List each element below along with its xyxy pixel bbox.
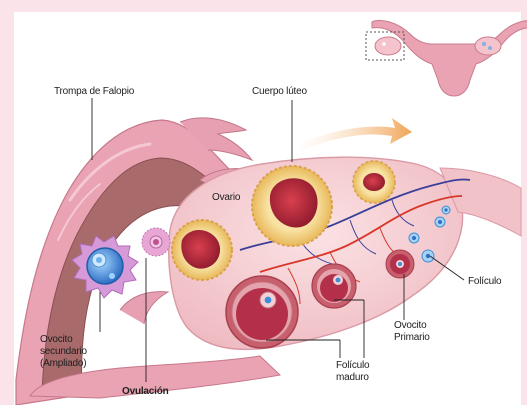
label-foliculo-maduro-line2: maduro	[336, 372, 369, 384]
label-ovario: Ovario	[212, 192, 240, 204]
label-foliculo-maduro: Folículo maduro	[336, 360, 369, 384]
label-foliculo: Folículo	[468, 276, 501, 288]
released-oocyte	[142, 228, 170, 256]
label-ovocito-primario: Ovocito Primario	[394, 320, 430, 344]
mature-follicle	[226, 276, 298, 348]
label-ovocito-secundario-line3: (Ampliado)	[40, 358, 87, 370]
uterus-thumbnail-icon	[366, 21, 527, 97]
label-ovocito-primario-line2: Primario	[394, 332, 430, 344]
label-ovocito-primario-line1: Ovocito	[394, 320, 430, 332]
label-foliculo-maduro-line1: Folículo	[336, 360, 369, 372]
ruptured-follicle	[172, 220, 232, 280]
regressing-corpus	[353, 161, 395, 203]
primary-follicle	[386, 250, 414, 278]
label-trompa-de-falopio: Trompa de Falopio	[54, 86, 134, 98]
ovulation-direction-arrow	[295, 118, 412, 152]
label-ovocito-secundario: Ovocito secundario (Ampliado)	[40, 334, 87, 370]
label-ovocito-secundario-line2: secundario	[40, 346, 87, 358]
corpus-luteum	[252, 166, 332, 246]
label-ovocito-secundario-line1: Ovocito	[40, 334, 87, 346]
label-cuerpo-luteo: Cuerpo lúteo	[252, 86, 307, 98]
label-ovulacion: Ovulación	[122, 386, 169, 398]
growing-follicle	[312, 264, 356, 308]
